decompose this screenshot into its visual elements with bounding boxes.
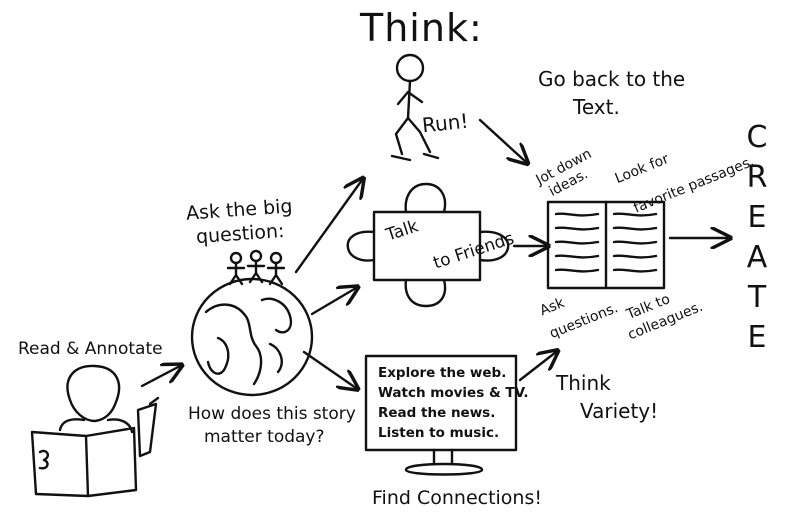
tv-text-line4: Listen to music. — [378, 425, 500, 441]
globe-icon — [190, 277, 314, 397]
friends-table-icon — [346, 182, 510, 308]
go-back-label-line1: Go back to the — [538, 67, 686, 91]
tv-monitor-icon — [364, 354, 518, 476]
how-does-story-line1: How does this story — [188, 404, 356, 424]
running-stick-figure-icon — [390, 53, 440, 162]
arrow-globe-to-think — [294, 180, 362, 274]
how-does-story-line2: matter today? — [204, 427, 325, 447]
think-variety-line2: Variety! — [580, 399, 659, 423]
people-on-globe-icon — [226, 249, 286, 286]
reader-figure-icon — [30, 364, 160, 498]
text-book-icon — [546, 200, 666, 290]
flow-arrows — [140, 118, 728, 388]
arrow-tv-to-variety — [518, 352, 556, 382]
arrow-globe-to-friends — [310, 288, 356, 316]
find-connections-label: Find Connections! — [372, 487, 542, 509]
think-title: Think: — [360, 6, 483, 50]
run-label: Run! — [420, 108, 470, 138]
arrow-globe-to-tv — [302, 350, 356, 388]
create-label: CREATE — [746, 120, 768, 355]
tv-text-line2: Watch movies & TV. — [378, 385, 529, 401]
read-annotate-label: Read & Annotate — [18, 339, 163, 359]
arrow-run-to-text — [478, 118, 526, 162]
go-back-label-line2: Text. — [573, 95, 620, 119]
arrow-read-to-globe — [140, 366, 180, 388]
think-variety-line1: Think — [556, 371, 611, 395]
tv-text-line1: Explore the web. — [378, 365, 507, 381]
tv-text-line3: Read the news. — [378, 405, 496, 421]
